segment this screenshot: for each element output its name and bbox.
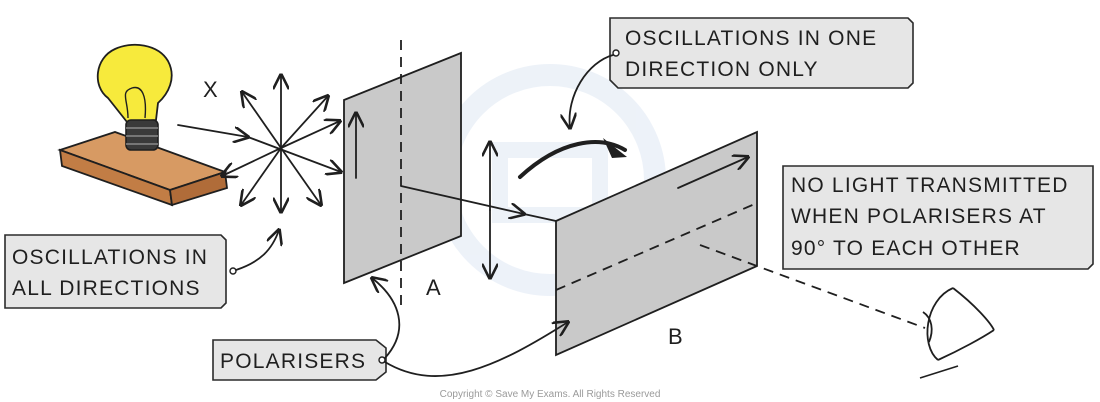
callout-one-direction-line-1: OSCILLATIONS IN ONE [625, 27, 877, 50]
polariser-a [343, 51, 462, 285]
callout-all-directions-line-2: ALL DIRECTIONS [12, 277, 201, 300]
rotation-arrow-head [603, 138, 627, 158]
callout-no-light-line-2: WHEN POLARISERS AT [791, 205, 1047, 228]
callout-one-direction: OSCILLATIONS IN ONE DIRECTION ONLY [570, 17, 914, 128]
callout-one-direction-line-2: DIRECTION ONLY [625, 58, 819, 81]
copyright-notice: Copyright © Save My Exams. All Rights Re… [440, 389, 661, 400]
light-bulb-icon [96, 43, 173, 151]
blocked-ray [699, 244, 926, 329]
polariser-b-label: B [668, 324, 683, 349]
source-marker-label: X [203, 77, 218, 102]
unpolarised-oscillations-star [222, 75, 340, 212]
eye-icon [919, 287, 995, 379]
callout-polarisers-text: POLARISERS [220, 350, 366, 373]
callout-polarisers: POLARISERS [212, 278, 568, 381]
wooden-block [57, 131, 228, 207]
callout-no-light-line-1: NO LIGHT TRANSMITTED [791, 174, 1069, 197]
callout-all-directions-line-1: OSCILLATIONS IN [12, 246, 208, 269]
incident-ray-continuation [247, 136, 341, 172]
transmitted-ray-continuation [523, 213, 557, 222]
polariser-a-label: A [426, 275, 441, 300]
callout-no-light-line-3: 90° TO EACH OTHER [791, 237, 1021, 260]
rotation-arrow [518, 140, 627, 179]
callout-no-light: NO LIGHT TRANSMITTED WHEN POLARISERS AT … [782, 165, 1094, 270]
callout-all-directions: OSCILLATIONS IN ALL DIRECTIONS [4, 230, 279, 309]
polariser-b-transmission-arrow [677, 157, 748, 189]
transmitted-ray [400, 185, 524, 214]
polariser-b-axis [555, 202, 758, 291]
incident-ray [177, 124, 248, 137]
